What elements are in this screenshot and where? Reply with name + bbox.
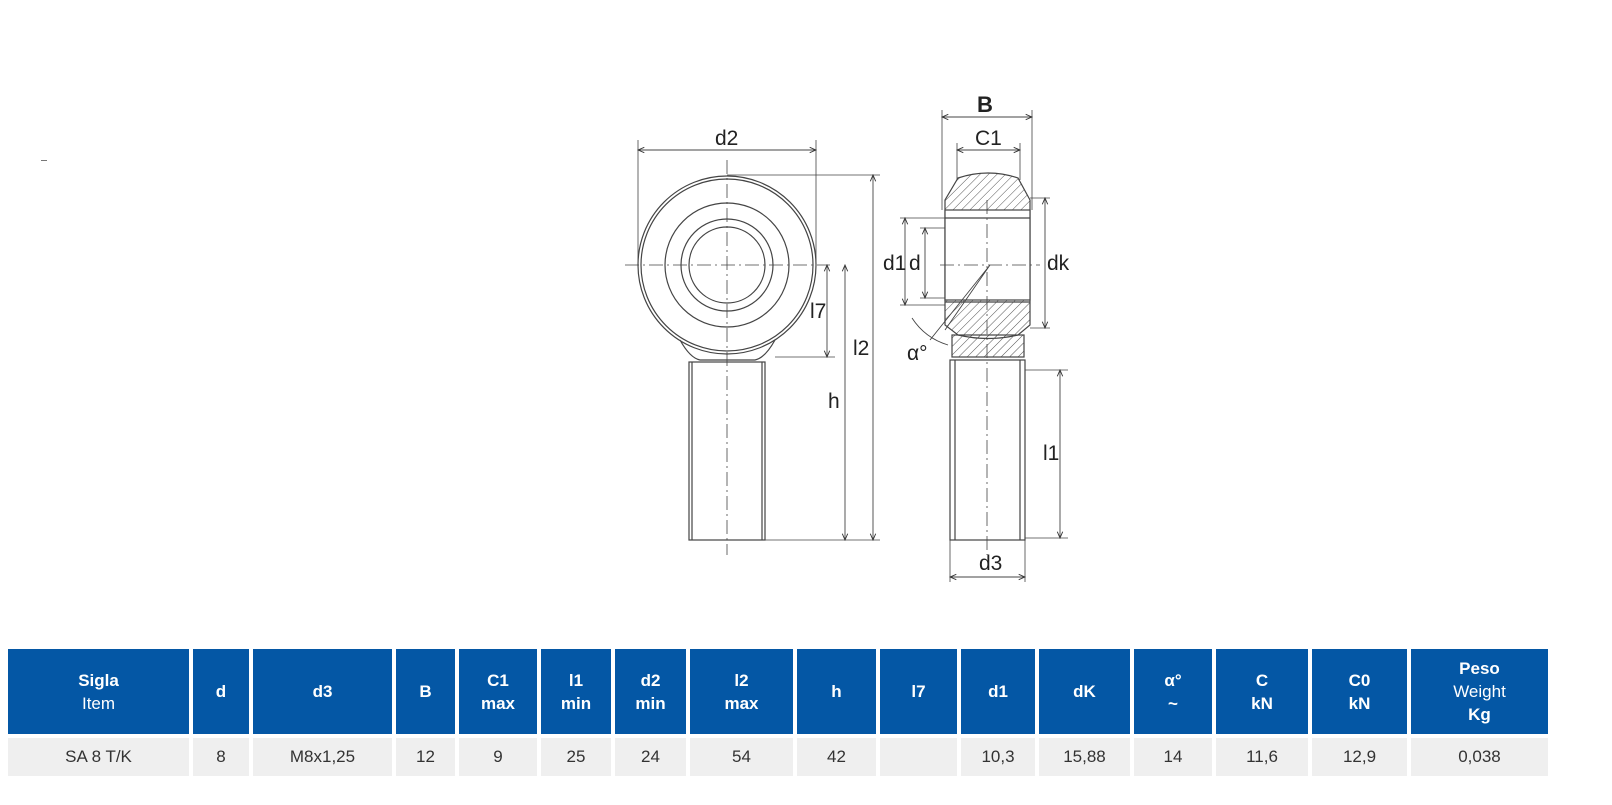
column-header: C1 max: [459, 649, 537, 734]
table-cell: [880, 738, 957, 776]
column-header-top: B: [419, 682, 432, 701]
column-header-mid: max: [724, 693, 759, 713]
column-header-mid: max: [480, 693, 516, 713]
table-cell: 14: [1134, 738, 1212, 776]
label-l1: l1: [1043, 442, 1059, 465]
column-header-top: Peso: [1459, 659, 1500, 678]
column-header-bottom: Item: [81, 693, 116, 713]
label-l7: l7: [810, 300, 826, 323]
table-cell: 54: [690, 738, 793, 776]
column-header-top: l2: [734, 670, 749, 690]
column-header: d2 min: [615, 649, 686, 734]
column-header: d3: [253, 649, 392, 734]
column-header-top: C: [1255, 670, 1269, 690]
label-dk: dk: [1047, 252, 1070, 275]
table-cell: 24: [615, 738, 686, 776]
table-cell: 12,9: [1312, 738, 1407, 776]
table-cell: 0,038: [1411, 738, 1548, 776]
side-view: [900, 110, 1068, 582]
column-header: h: [797, 649, 876, 734]
table-cell: 10,3: [961, 738, 1035, 776]
column-header-top: d: [215, 682, 227, 701]
column-header-top: d3: [312, 682, 333, 701]
table-cell: 8: [193, 738, 249, 776]
label-d1: d1: [883, 252, 906, 275]
label-d2: d2: [715, 127, 738, 150]
column-header: l2 max: [690, 649, 793, 734]
column-header: α° ~: [1134, 649, 1212, 734]
label-alpha: α°: [907, 342, 928, 365]
label-C1: C1: [975, 127, 1002, 150]
column-header-mid: kN: [1348, 693, 1371, 713]
column-header: l1 min: [541, 649, 611, 734]
column-header-mid: ~: [1168, 693, 1178, 713]
column-header-bottom: Weight: [1453, 682, 1506, 701]
rod-end-technical-drawing: d2 l7 l2 h B C1 d1 d dk α° l1 d3: [625, 92, 1070, 582]
column-header-top: C0: [1348, 670, 1371, 690]
label-d: d: [909, 252, 921, 275]
column-header-top: l7: [911, 682, 926, 701]
column-header-top: h: [831, 682, 842, 701]
column-header: d1: [961, 649, 1035, 734]
dimension-labels: d2 l7 l2 h B C1 d1 d dk α° l1 d3: [715, 92, 1070, 575]
table-cell: 25: [541, 738, 611, 776]
column-header-top: d2: [640, 670, 661, 690]
stray-mark: [41, 160, 47, 161]
label-l2: l2: [853, 337, 869, 360]
table-cell: 11,6: [1216, 738, 1308, 776]
table-cell: 42: [797, 738, 876, 776]
label-d3: d3: [979, 552, 1002, 575]
column-header-top: C1: [487, 670, 509, 690]
column-header-mid: kN: [1251, 693, 1273, 713]
column-header-top: α°: [1164, 670, 1182, 690]
table-cell: M8x1,25: [253, 738, 392, 776]
table-cell: 9: [459, 738, 537, 776]
column-header-last: Kg: [1468, 705, 1491, 724]
column-header-top: l1: [568, 670, 584, 690]
column-header-top: dK: [1073, 682, 1096, 701]
column-header-mid: min: [560, 693, 592, 713]
column-header-top: d1: [988, 682, 1008, 701]
column-header-top: Sigla: [78, 670, 119, 690]
column-header: C0 kN: [1312, 649, 1407, 734]
column-header: B: [396, 649, 455, 734]
table-cell: 15,88: [1039, 738, 1130, 776]
column-header-mid: min: [635, 693, 666, 713]
column-header: dK: [1039, 649, 1130, 734]
front-view: [625, 140, 880, 555]
label-h: h: [828, 390, 840, 413]
column-header: l7: [880, 649, 957, 734]
table-cell: SA 8 T/K: [8, 738, 189, 776]
label-B: B: [977, 92, 993, 117]
table-cell: 12: [396, 738, 455, 776]
column-header: d: [193, 649, 249, 734]
